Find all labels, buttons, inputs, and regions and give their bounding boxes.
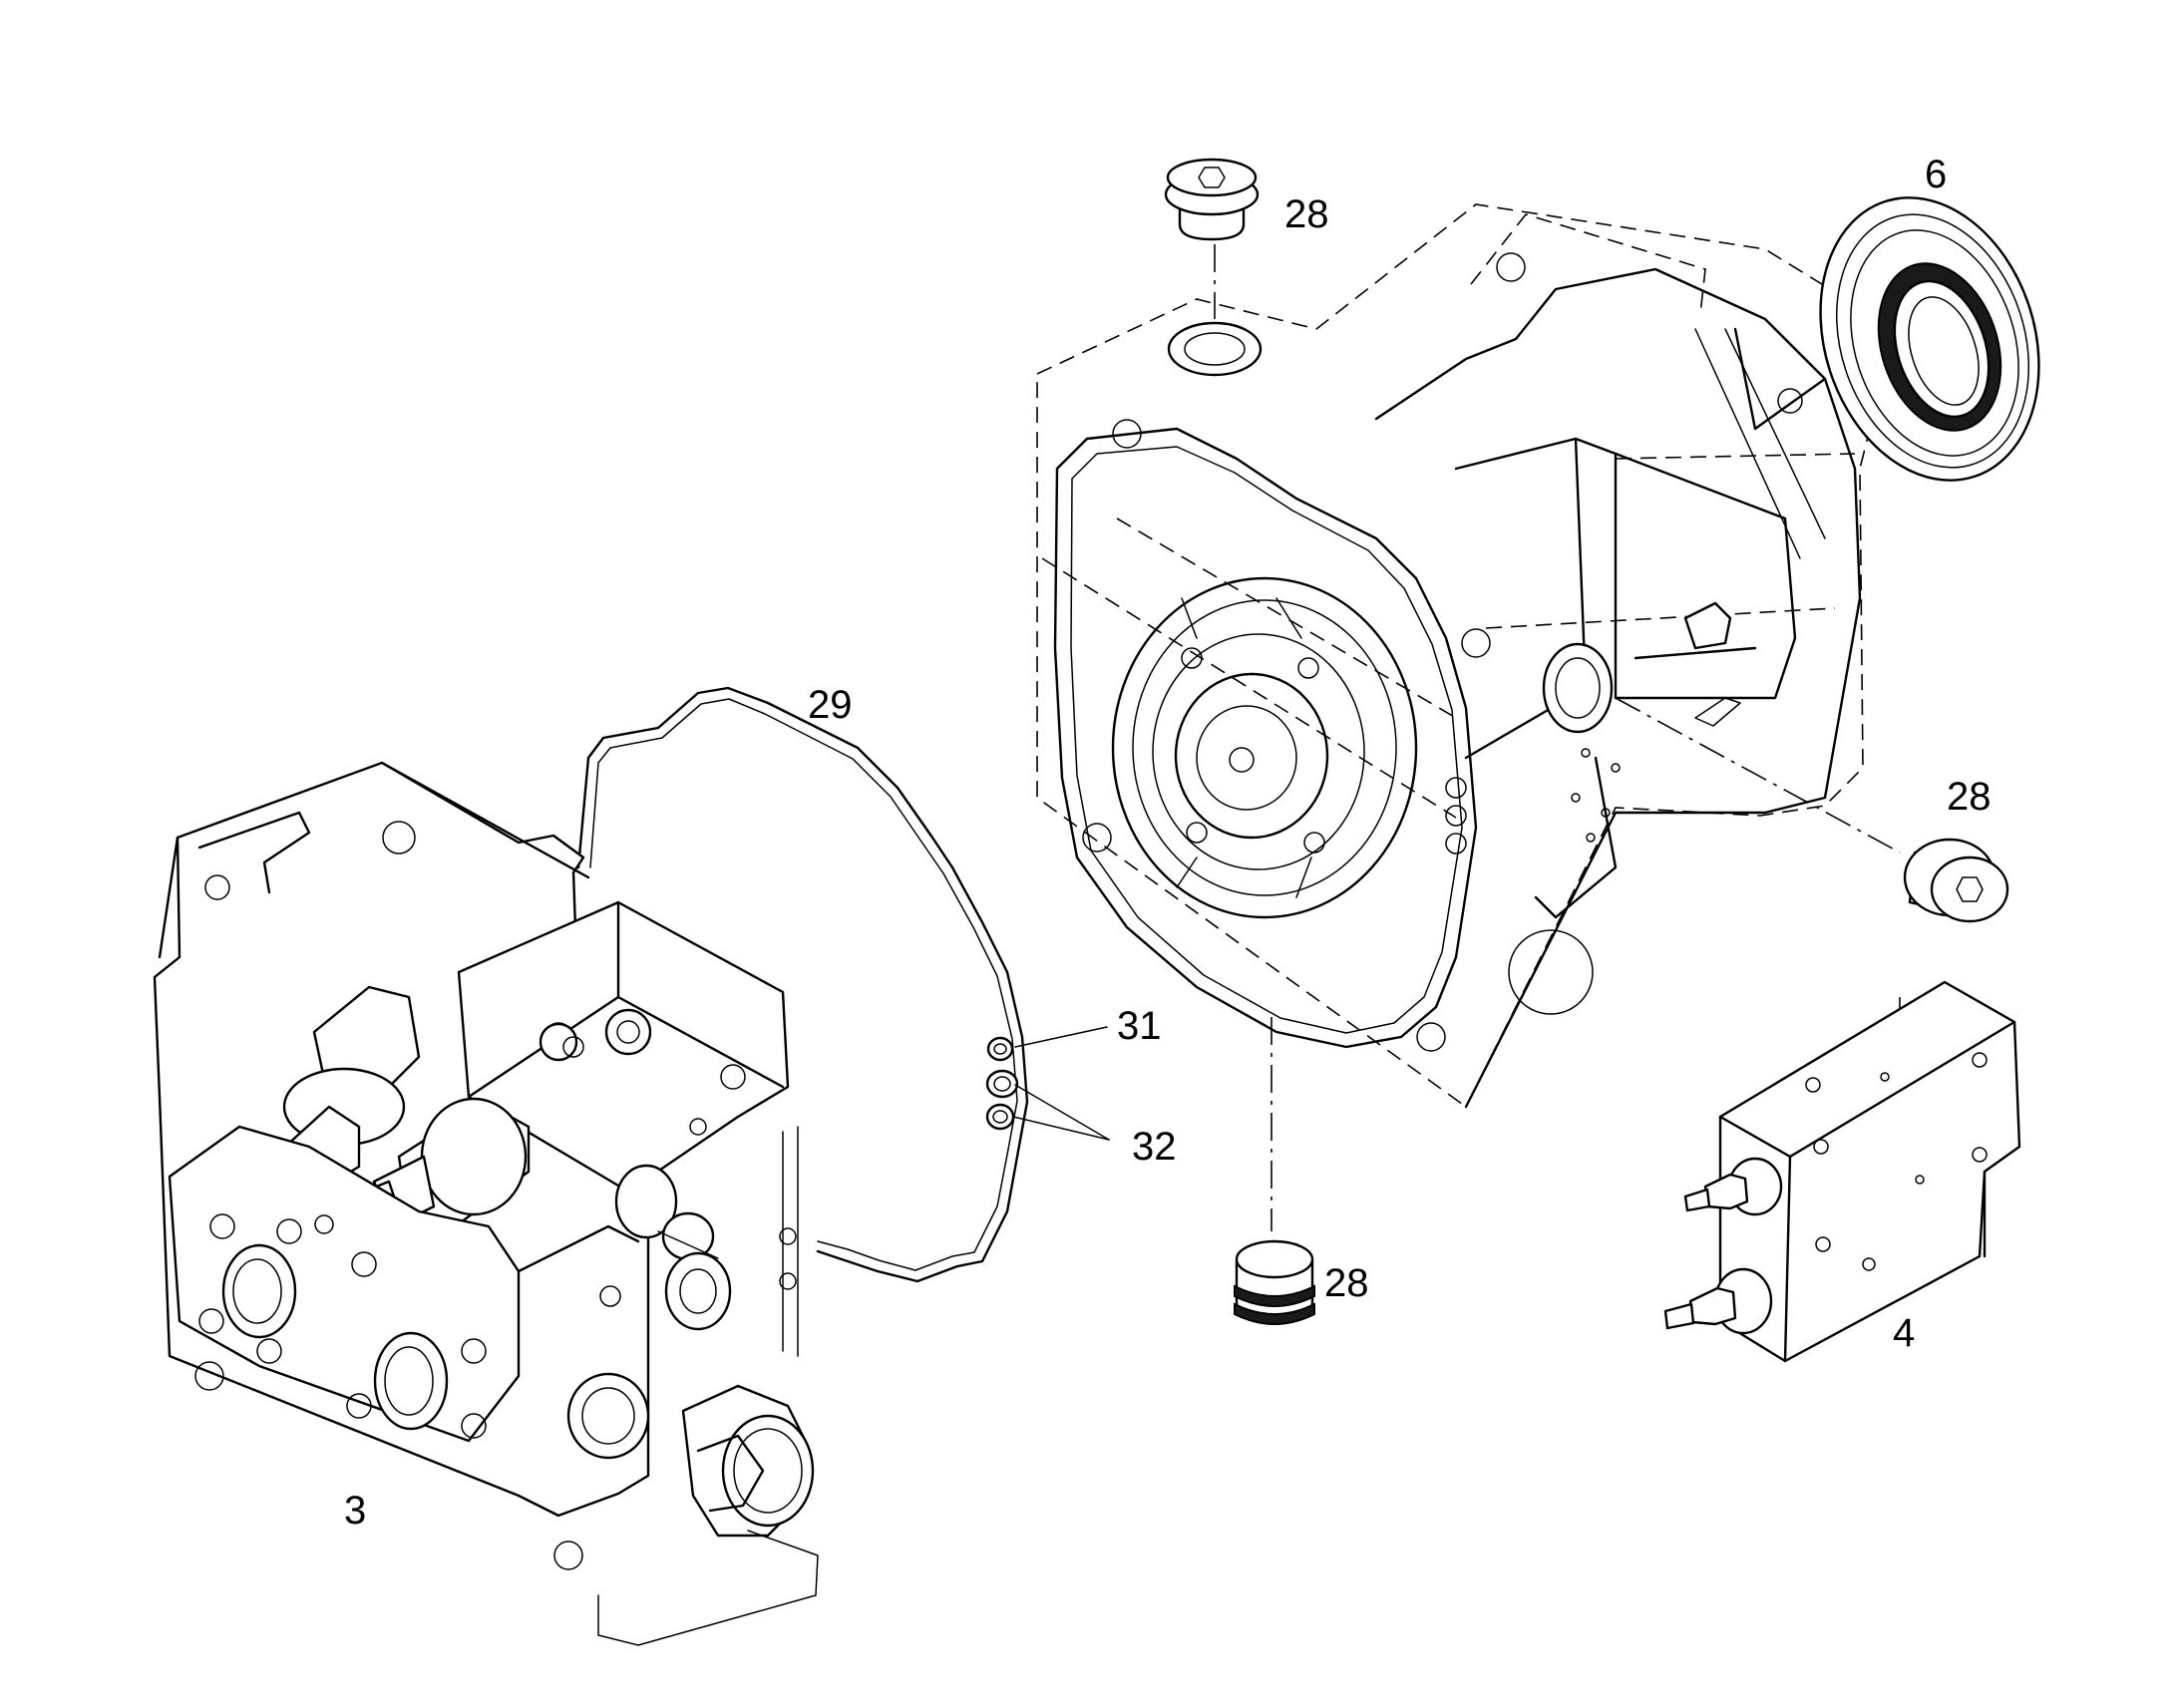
shaft-seal xyxy=(1819,196,2040,482)
valve-block xyxy=(1663,980,2021,1363)
callout-orings-32: 32 xyxy=(1132,1125,1177,1169)
leader-lines xyxy=(1012,1026,1110,1141)
pump-housing xyxy=(1036,203,1896,1109)
callout-plug-right: 28 xyxy=(1947,775,1992,819)
callout-control-unit: 3 xyxy=(344,1489,366,1533)
callout-plug-bottom: 28 xyxy=(1324,1261,1369,1305)
callout-valve-block: 4 xyxy=(1893,1311,1915,1355)
control-unit xyxy=(153,761,819,1646)
plug-top xyxy=(1164,158,1260,241)
gasket xyxy=(576,686,1029,1283)
centerline-right-plug xyxy=(1615,697,1901,854)
callout-oring-31: 31 xyxy=(1117,1004,1162,1048)
callout-plug-top: 28 xyxy=(1284,192,1329,236)
o-rings xyxy=(985,1036,1019,1131)
plug-right xyxy=(1903,838,2009,923)
callout-gasket: 29 xyxy=(808,683,853,727)
callout-shaft-seal: 6 xyxy=(1925,153,1947,196)
plug-bottom xyxy=(1234,1239,1315,1325)
